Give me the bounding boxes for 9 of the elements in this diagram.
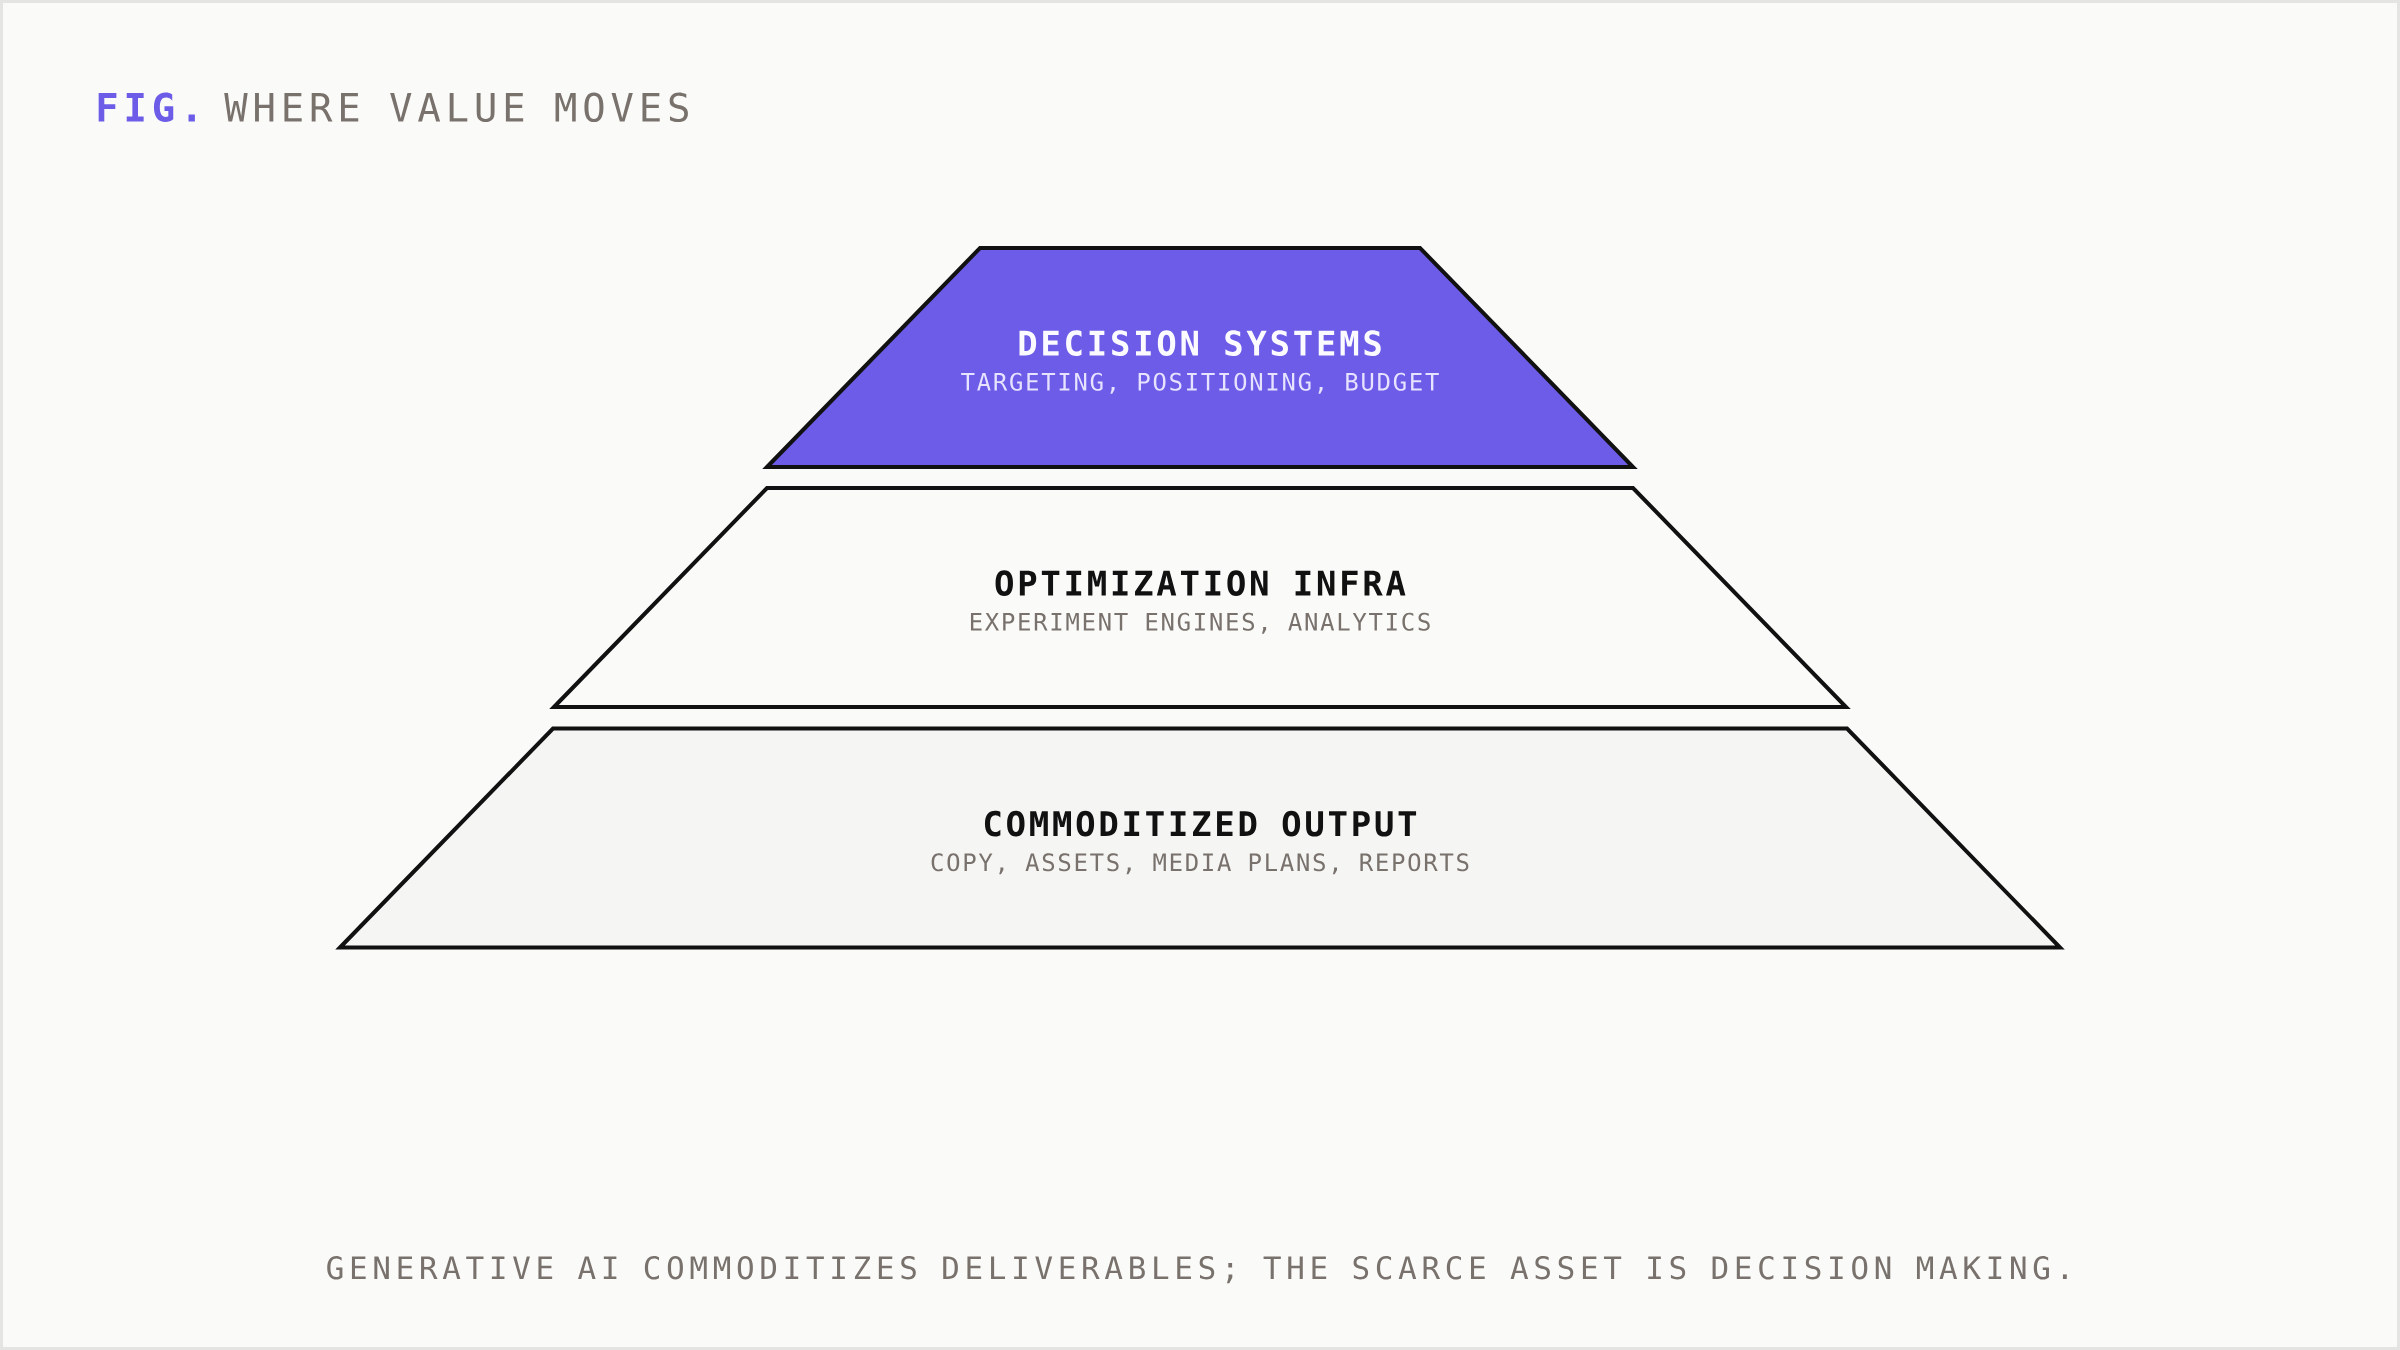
figure-label: FIG.: [98, 92, 195, 123]
tier-subtitle: TARGETING, POSITIONING, BUDGET: [961, 372, 1439, 394]
tier-title: OPTIMIZATION INFRA: [995, 570, 1406, 596]
caption: GENERATIVE AI COMMODITIZES DELIVERABLES; THE SCARCE ASSET IS DECISION MAKING.: [327, 1256, 2067, 1284]
tier-subtitle: EXPERIMENT ENGINES, ANALYTICS: [970, 612, 1430, 634]
title: WHERE VALUE MOVES: [224, 92, 688, 123]
tier-title: COMMODITIZED OUTPUT: [984, 810, 1417, 837]
tier-subtitle: COPY, ASSETS, MEDIA PLANS, REPORTS: [931, 853, 1469, 875]
tier-title: DECISION SYSTEMS: [1019, 330, 1381, 356]
